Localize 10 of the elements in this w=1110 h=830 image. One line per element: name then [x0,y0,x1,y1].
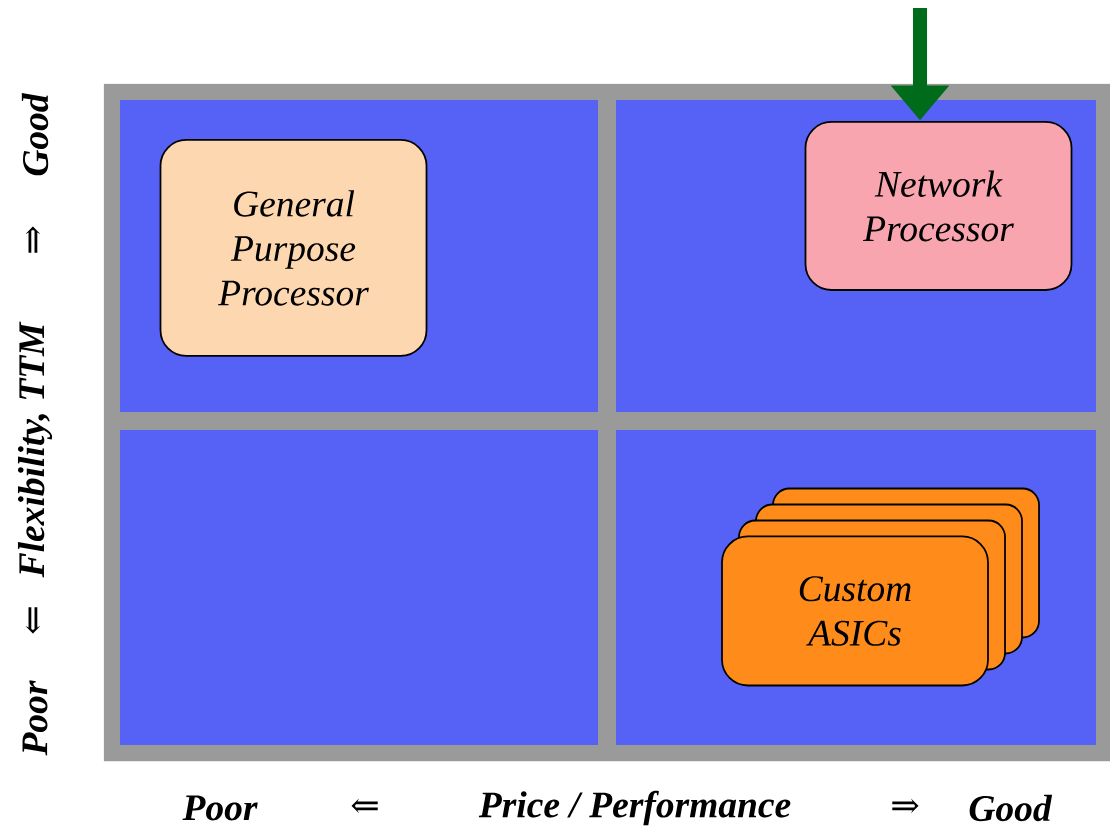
axis-label: Good [969,794,1053,822]
arrow-symbol: ⇐ [25,607,41,634]
axis-label: Good [21,92,49,176]
arrow-symbol: ⇒ [25,226,41,253]
axis-label: Poor [22,680,48,756]
axis-label: Price / Performance [478,790,791,826]
arrow-symbol: ⇐ [351,798,378,814]
axis-label: Flexibility, TTM [17,321,53,578]
axis-label: Poor [182,795,258,821]
arrow-symbol: ⇒ [892,798,919,814]
